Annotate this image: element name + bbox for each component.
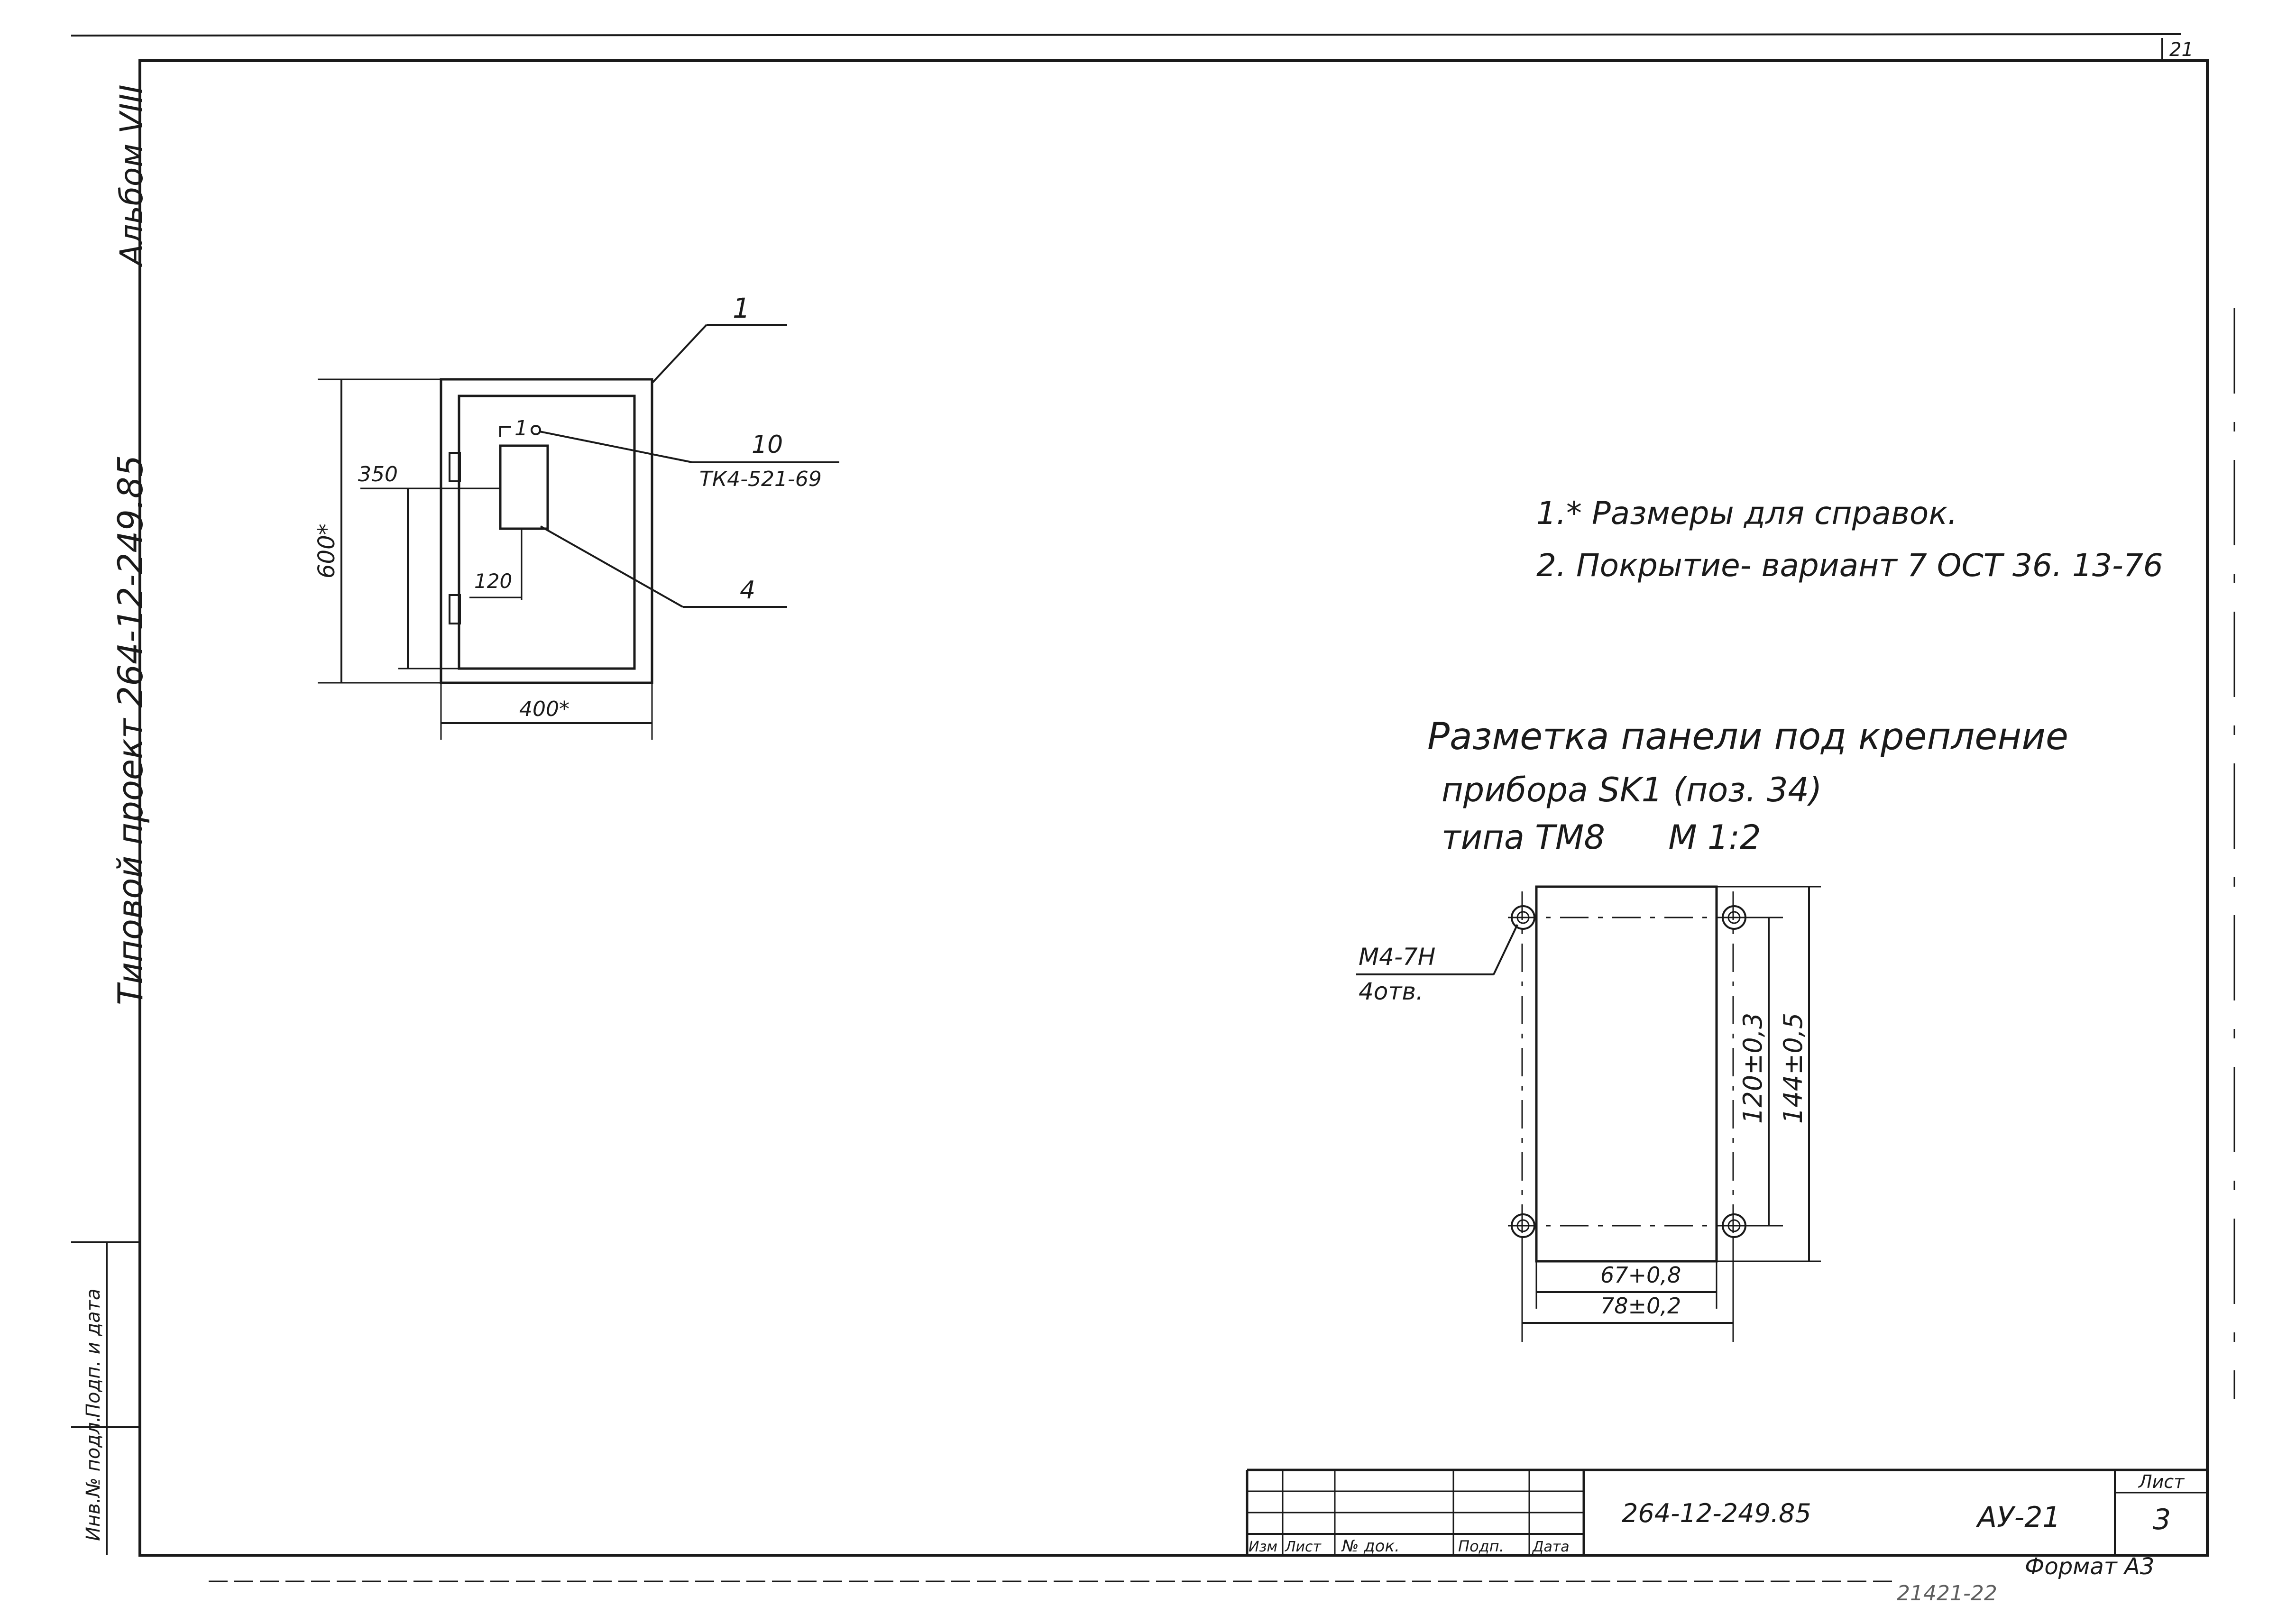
part-1-label: 1 [514, 416, 528, 440]
project-label: Типовой проект 264-12-249.85 [110, 455, 150, 1005]
standard-label: ТК4-521-69 [699, 467, 822, 491]
tb-col-list: Лист [1285, 1539, 1322, 1555]
hole-leader-line [1493, 924, 1518, 975]
panel-title-line1: Разметка панели под крепление [1427, 716, 2068, 758]
dim-120v-text: 120±0,3 [1738, 1013, 1768, 1124]
title-block: Изм Лист № док. Подп. Дата 264-12-249.85… [1246, 1468, 2207, 1556]
dim-120-text: 120 [474, 569, 512, 593]
tb-col-date: Дата [1532, 1539, 1570, 1555]
sign-date-label: Подп. и дата [83, 1289, 104, 1418]
leader-10-label: 10 [752, 431, 783, 459]
panel-title-line2: прибора SK1 (поз. 34) [1442, 771, 1822, 809]
panel-title-line3: типа ТМ8 М 1:2 [1442, 818, 1761, 857]
dim-78-text: 78±0,2 [1600, 1293, 1681, 1319]
leader-line-10 [539, 431, 693, 463]
hole-bottom-left [1511, 1213, 1535, 1238]
tb-doc-code: 264-12-249.85 [1622, 1498, 1811, 1528]
instrument-box [499, 444, 549, 530]
tb-col-sign: Подп. [1458, 1537, 1504, 1555]
hinge-bottom [449, 594, 461, 624]
hinge-top [449, 452, 461, 482]
dim-144-text: 144±0,5 [1778, 1013, 1808, 1124]
album-label: Альбом VIII [113, 84, 150, 267]
drawing-frame [138, 59, 2209, 1557]
leader-4-label: 4 [740, 576, 755, 605]
trim-line-top [71, 33, 2182, 37]
part-bracket [499, 426, 511, 437]
cabinet-view: 1 1 10 ТК4-521-69 4 600* 350 120 400* [313, 292, 839, 740]
dim-67-text: 67+0,8 [1600, 1262, 1681, 1288]
sheet-corner-number: 21 [2169, 39, 2194, 61]
tb-col-doc: № док. [1341, 1537, 1400, 1556]
bottom-stamp: 21421-22 [1897, 1581, 1997, 1606]
inv-no-label: Инв.№ подл. [83, 1416, 104, 1541]
dim-600-text: 600* [313, 523, 340, 578]
dim-350-text: 350 [358, 462, 398, 486]
door-outline [458, 395, 636, 670]
tb-mark: АУ-21 [1975, 1501, 2061, 1534]
hole-count: 4отв. [1359, 978, 1424, 1005]
cabinet-outline [440, 378, 653, 684]
note-2: 2. Покрытие- вариант 7 ОСТ 36. 13-76 [1536, 547, 2163, 584]
tb-sheet-label: Лист [2138, 1471, 2185, 1492]
tb-col-izm: Изм [1249, 1539, 1277, 1555]
hole-top-left [1511, 905, 1535, 930]
panel-drawing: М4-7Н 4отв. 120±0,3 144±0,5 67+0,8 78±0,… [1356, 885, 1821, 1342]
hole-label: М4-7Н [1359, 943, 1435, 971]
leader-1-label: 1 [733, 292, 750, 324]
leader-line-4 [540, 525, 683, 608]
panel-outline [1535, 885, 1718, 1263]
dim-400-text: 400* [519, 697, 569, 721]
note-1: 1.* Размеры для справок. [1536, 495, 1957, 532]
format-label: Формат А3 [2025, 1553, 2154, 1580]
leader-line-1 [651, 324, 707, 384]
part-marker [531, 425, 541, 435]
tb-sheet-no: 3 [2153, 1503, 2171, 1536]
